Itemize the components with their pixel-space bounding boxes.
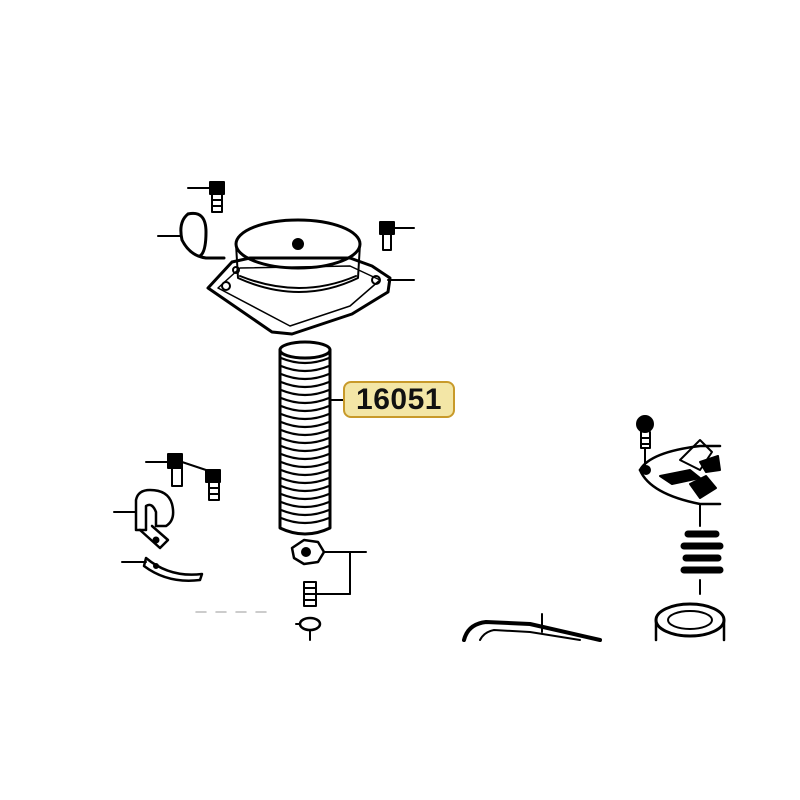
retaining-clip bbox=[158, 213, 224, 258]
lower-washer bbox=[296, 618, 320, 640]
bolt-top-left bbox=[188, 182, 224, 212]
bolt-top-right bbox=[380, 222, 414, 250]
bolt-left-lower bbox=[206, 470, 220, 500]
strut-top-mount bbox=[640, 440, 720, 526]
hose-partial bbox=[464, 614, 600, 640]
bolt-left-upper bbox=[146, 454, 206, 486]
lower-stud bbox=[304, 582, 350, 606]
lower-nut bbox=[292, 540, 366, 564]
clamp-bracket bbox=[114, 490, 173, 548]
bump-stop-bellows bbox=[280, 342, 330, 534]
part-number-callout-16051[interactable]: 16051 bbox=[343, 381, 455, 418]
curved-strap bbox=[122, 558, 202, 581]
strut-seat bbox=[656, 604, 724, 640]
upper-mount-plate bbox=[208, 220, 390, 334]
strut-spring-stop bbox=[684, 534, 720, 594]
